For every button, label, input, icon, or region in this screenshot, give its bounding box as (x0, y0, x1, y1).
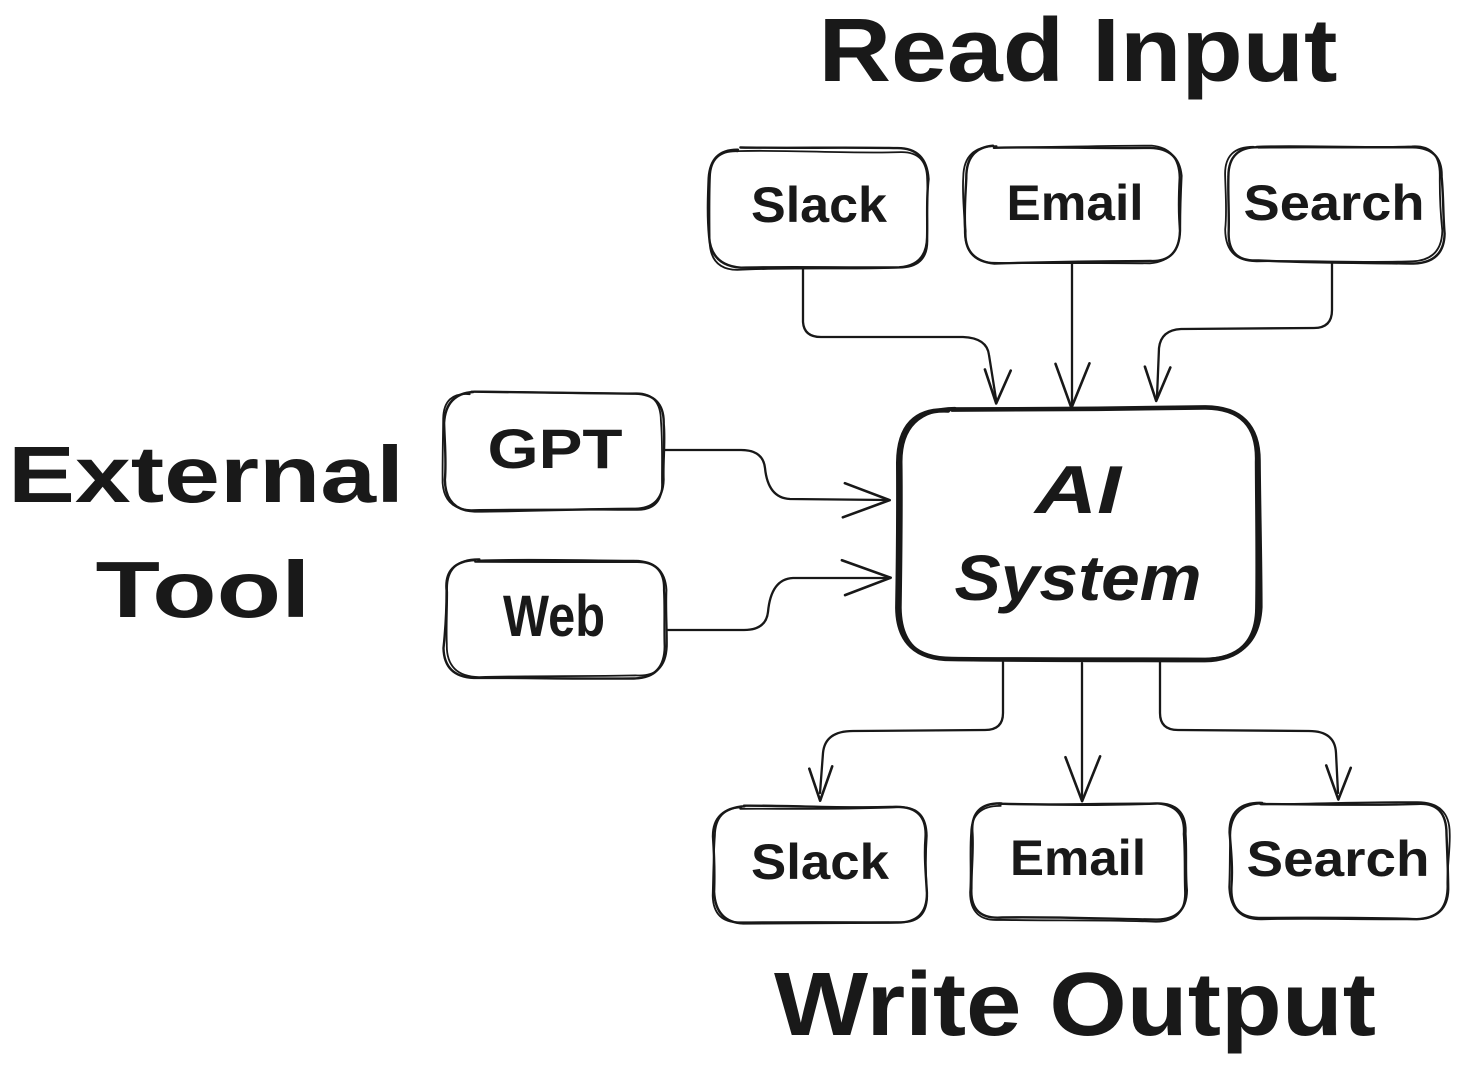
svg-text:Email: Email (1010, 830, 1146, 886)
svg-text:Read Input: Read Input (819, 1, 1338, 101)
svg-text:AI: AI (1032, 452, 1123, 528)
svg-text:Search: Search (1244, 175, 1425, 231)
svg-text:Email: Email (1007, 175, 1144, 231)
svg-text:Tool: Tool (96, 545, 311, 634)
svg-text:Search: Search (1247, 831, 1430, 887)
svg-text:External: External (8, 430, 404, 519)
svg-text:Slack: Slack (751, 177, 887, 233)
svg-text:GPT: GPT (488, 417, 623, 480)
svg-text:System: System (955, 542, 1202, 614)
svg-text:Web: Web (503, 584, 605, 649)
svg-text:Slack: Slack (751, 834, 889, 890)
svg-text:Write Output: Write Output (774, 955, 1376, 1055)
